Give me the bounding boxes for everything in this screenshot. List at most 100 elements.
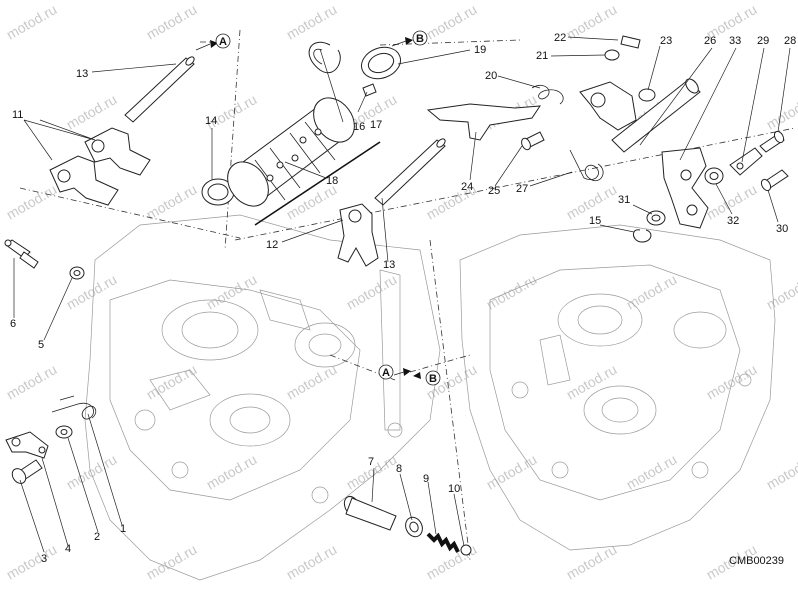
reference-marker-b-center: B bbox=[413, 370, 441, 386]
callout-1: 1 bbox=[120, 523, 126, 535]
callout-28: 28 bbox=[784, 35, 796, 47]
watermark-text: motod.ru bbox=[144, 181, 200, 222]
lever-arm-4 bbox=[5, 431, 49, 459]
selector-fork-center bbox=[337, 203, 379, 267]
watermark-text: motod.ru bbox=[284, 541, 340, 582]
callout-3: 3 bbox=[41, 553, 47, 565]
bolt-30 bbox=[760, 169, 789, 192]
bolt-28 bbox=[759, 130, 785, 153]
bolt-22 bbox=[620, 35, 641, 49]
callout-5: 5 bbox=[38, 339, 44, 351]
callout-22: 22 bbox=[554, 32, 566, 44]
watermark-text: motod.ru bbox=[624, 271, 680, 312]
watermark-text: motod.ru bbox=[204, 271, 260, 312]
callout-30: 30 bbox=[776, 223, 788, 235]
drawing-code: CMB00239 bbox=[729, 555, 784, 567]
washer-2 bbox=[55, 425, 73, 439]
callout-4: 4 bbox=[65, 543, 71, 555]
svg-text:A: A bbox=[219, 36, 227, 48]
watermark-text: motod.ru bbox=[4, 181, 60, 222]
watermark-text: motod.ru bbox=[764, 271, 798, 312]
callout-6: 6 bbox=[10, 318, 16, 330]
sealing-washer-5 bbox=[69, 266, 85, 280]
reference-marker-a-center: A bbox=[378, 364, 411, 380]
callout-26-label-27: 27 bbox=[516, 183, 528, 195]
stopper-plate-33 bbox=[661, 147, 709, 229]
watermark-text: motod.ru bbox=[564, 1, 620, 42]
spring-1 bbox=[51, 395, 97, 420]
callout-32: 32 bbox=[727, 215, 739, 227]
watermark-text: motod.ru bbox=[484, 451, 540, 492]
circlip-16 bbox=[308, 41, 341, 73]
callout-20: 20 bbox=[485, 70, 497, 82]
washer-21 bbox=[604, 49, 620, 61]
callout-17: 17 bbox=[370, 119, 382, 131]
callout-13-upper: 13 bbox=[76, 68, 88, 80]
callout-31: 31 bbox=[618, 194, 630, 206]
callout-numbers: 1 2 3 4 5 6 7 8 9 10 11 12 13 13 14 15 1… bbox=[10, 32, 796, 565]
watermark-text: motod.ru bbox=[4, 361, 60, 402]
watermark-text: motod.ru bbox=[284, 1, 340, 42]
callout-10: 10 bbox=[448, 483, 460, 495]
selector-forks-left bbox=[49, 127, 151, 206]
selector-fork-shaft-upper bbox=[124, 56, 195, 123]
watermark-text: motod.ru bbox=[344, 271, 400, 312]
circlip-23 bbox=[638, 88, 656, 102]
circlip-15 bbox=[633, 229, 652, 243]
spring-20 bbox=[531, 84, 564, 105]
svg-text:B: B bbox=[429, 373, 437, 385]
reference-marker-b-top: B bbox=[391, 30, 428, 47]
callout-21: 21 bbox=[536, 50, 548, 62]
watermark-text: motod.ru bbox=[764, 451, 798, 492]
watermark-text: motod.ru bbox=[204, 451, 260, 492]
callout-8: 8 bbox=[396, 463, 402, 475]
circlip-19 bbox=[361, 46, 401, 80]
callout-25: 25 bbox=[488, 185, 500, 197]
watermark-text: motod.ru bbox=[284, 361, 340, 402]
selector-drum-18 bbox=[227, 97, 355, 207]
leader-lines bbox=[13, 36, 791, 553]
pin-25 bbox=[521, 131, 545, 151]
selector-pawl-plate-24 bbox=[426, 103, 541, 141]
watermark-text: motod.ru bbox=[484, 271, 540, 312]
watermark-text: motod.ru bbox=[564, 361, 620, 402]
callout-33: 33 bbox=[729, 35, 741, 47]
watermark-text: motod.ru bbox=[64, 91, 120, 132]
thrust-ring-14 bbox=[201, 178, 235, 206]
plunger-bolt-7 bbox=[343, 495, 397, 531]
callout-12: 12 bbox=[266, 239, 278, 251]
watermark-text: motod.ru bbox=[4, 1, 60, 42]
callout-19: 19 bbox=[474, 44, 486, 56]
svg-text:B: B bbox=[416, 33, 424, 45]
callout-16: 16 bbox=[353, 121, 365, 133]
lever-bolt-3 bbox=[11, 459, 43, 484]
callout-15: 15 bbox=[589, 215, 601, 227]
callout-7: 7 bbox=[368, 456, 374, 468]
callout-26: 26 bbox=[704, 35, 716, 47]
svg-text:A: A bbox=[382, 367, 390, 379]
right-crankcase-outline bbox=[459, 224, 776, 551]
neutral-sender bbox=[4, 239, 39, 269]
watermark-text: motod.ru bbox=[564, 541, 620, 582]
callout-23: 23 bbox=[660, 35, 672, 47]
callout-14: 14 bbox=[205, 115, 217, 127]
dowel-pin-17 bbox=[362, 83, 377, 97]
selector-fork-shaft-lower bbox=[374, 138, 446, 206]
callout-2: 2 bbox=[94, 531, 100, 543]
washer-31 bbox=[646, 210, 666, 226]
callout-24: 24 bbox=[461, 181, 473, 193]
watermark-text: motod.ru bbox=[144, 1, 200, 42]
reference-marker-a-top: A bbox=[195, 33, 231, 51]
watermark-text: motod.ru bbox=[424, 1, 480, 42]
watermark-text: motod.ru bbox=[144, 361, 200, 402]
callout-11: 11 bbox=[12, 109, 23, 121]
shift-shaft-26 bbox=[579, 78, 701, 153]
assembly-axis-lines bbox=[19, 29, 796, 561]
callout-9: 9 bbox=[423, 473, 429, 485]
washer-32 bbox=[704, 167, 724, 185]
callout-18: 18 bbox=[326, 175, 338, 187]
callout-13-lower: 13 bbox=[383, 259, 395, 271]
watermark-text: motod.ru bbox=[624, 451, 680, 492]
